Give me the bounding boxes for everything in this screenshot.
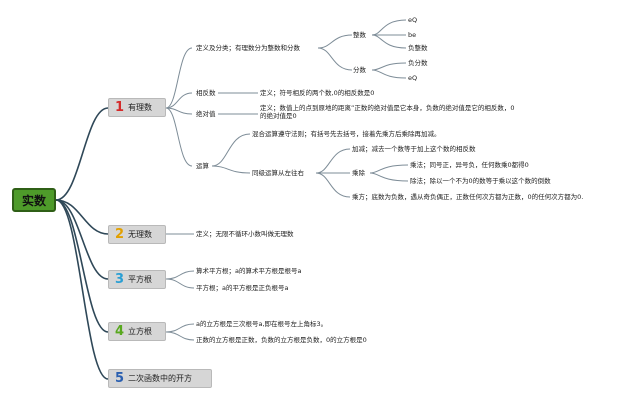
branch-label: 有理数 [128,103,153,112]
branch-label: 平方根 [128,275,153,284]
connector-int-3 [371,34,407,49]
connector-root-sqrt [55,199,109,280]
node-fraction-item-2[interactable]: eQ [408,74,418,82]
branch-cbrt[interactable]: 4 立方根 [108,322,166,341]
branch-irrational[interactable]: 2 无理数 [108,225,166,244]
branch-quadratic[interactable]: 5 二次函数中的开方 [108,369,212,388]
node-opposite-def[interactable]: 定义；符号相反的两个数,0的相反数是0 [260,89,375,97]
node-absolute[interactable]: 绝对值 [196,110,216,118]
branch-number: 4 [115,324,125,339]
node-operation[interactable]: 运算 [196,162,209,170]
node-div[interactable]: 除法；除以一个不为0的数等于乘以这个数的倒数 [410,177,551,185]
node-integer-item-3[interactable]: 负整数 [408,44,428,52]
node-power[interactable]: 乘方；底数为负数，遇从奇负偶正，正数任何次方都为正数，0的任何次方都为0. [352,193,584,201]
connector-def-class [165,47,193,109]
connector-frac-2 [371,69,407,79]
connector-root-cbrt [55,199,109,333]
node-fraction[interactable]: 分数 [353,66,366,74]
branch-rational[interactable]: 1 有理数 [108,98,166,117]
connector-add [315,148,351,174]
connector-frac-1 [371,62,407,71]
connector-int-1 [371,19,407,36]
node-cbrt-sign[interactable]: 正数的立方根是正数，负数的立方根是负数，0的立方根是0 [196,336,367,344]
branch-label: 二次函数中的开方 [128,374,193,383]
connector-mul [369,164,409,174]
connector-sqrt-square [165,278,195,289]
connector-root-quadratic [55,199,109,380]
connector-fraction [317,47,353,71]
connector-sqrt-arith [165,270,195,280]
connector-root-irrational [55,199,109,235]
connector-operation [165,107,193,167]
connector-div [369,172,409,182]
connector-root-rational [55,107,109,201]
connector-mixed [211,133,251,167]
node-fraction-item-1[interactable]: 负分数 [408,59,428,67]
node-mixed-rule[interactable]: 混合运算遵守法则；有括号先去括号，接着先乘方后乘除再加减。 [252,130,441,138]
node-add[interactable]: 加减；减去一个数等于加上这个数的相反数 [352,145,476,153]
connector-opposite [165,92,193,109]
branch-sqrt[interactable]: 3 平方根 [108,270,166,289]
node-irrational-def[interactable]: 定义；无限不循环小数叫做无理数 [196,230,294,238]
node-sqrt-square[interactable]: 平方根；a的平方根是正负根号a [196,284,289,292]
connector-cbrt-sign [165,331,195,341]
connector-power [315,172,351,198]
node-mul[interactable]: 乘法；同号正，异号负，任何数乘0都得0 [410,161,529,169]
node-cbrt-def[interactable]: a的立方根是三次根号a,即在根号左上角标3。 [196,320,328,328]
branch-number: 5 [115,371,125,386]
connector-same-level [211,165,251,174]
node-sqrt-arith[interactable]: 算术平方根；a的算术平方根是根号a [196,267,302,275]
node-integer-item-1[interactable]: eQ [408,16,418,24]
node-muldiv[interactable]: 乘除 [352,169,365,177]
node-absolute-def[interactable]: 定义；数值上的点到原地的距离”正数的绝对值是它本身，负数的绝对值是它的相反数，0… [260,104,515,120]
branch-label: 无理数 [128,230,153,239]
node-def-class[interactable]: 定义及分类；有理数分为整数和分数 [196,44,300,52]
connector-absolute [165,107,193,115]
node-same-level[interactable]: 同级运算从左往右 [252,169,304,177]
connector-cbrt-def [165,323,195,333]
node-opposite[interactable]: 相反数 [196,89,216,97]
branch-number: 2 [115,227,125,242]
branch-number: 3 [115,272,125,287]
branch-number: 1 [115,100,125,115]
branch-label: 立方根 [128,327,153,336]
root-node[interactable]: 实数 [12,188,56,212]
connector-integer [317,34,353,49]
node-integer-item-2[interactable]: be [408,31,417,39]
node-integer[interactable]: 整数 [353,31,366,39]
